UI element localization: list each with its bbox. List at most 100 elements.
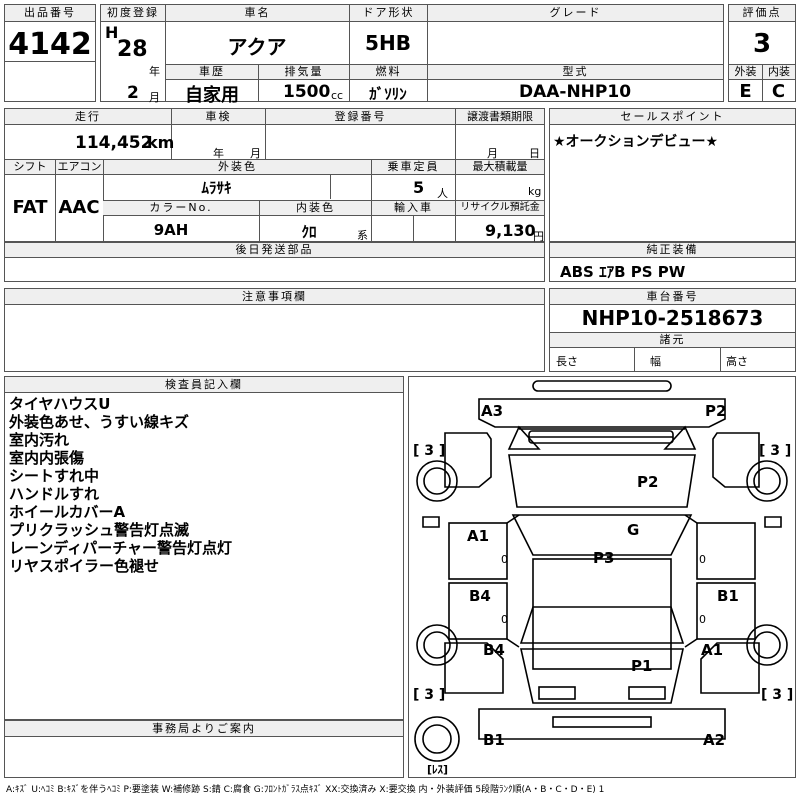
grade-label: グレード	[427, 5, 723, 22]
rear-window-shape	[519, 606, 685, 644]
displacement-unit: cc	[331, 89, 344, 102]
later-parts-label: 後日発送部品	[5, 243, 544, 258]
details-box: 走行 車検 登録番号 譲渡書類期限 114,452 km 年 月 月 日 シフト…	[4, 108, 545, 243]
tire-rear-left-shape	[416, 624, 458, 666]
model-value: DAA-NHP10	[518, 82, 632, 102]
recycle-label: リサイクル預託金	[455, 201, 544, 216]
front-bumper-shape	[532, 380, 672, 392]
capacity-unit: 人	[437, 187, 448, 200]
door-rear-right-shape	[696, 582, 756, 640]
model-label: 型式	[427, 65, 723, 80]
remark-line: 室内汚れ	[9, 431, 70, 449]
mileage-value: 114,452	[75, 133, 153, 153]
tire-front-left-shape	[416, 460, 458, 502]
mark-b1-bl: B1	[483, 731, 505, 749]
mark-p1: P1	[631, 657, 652, 675]
colorno-value: 9AH	[153, 221, 189, 239]
transfer-month-unit: 月	[487, 147, 498, 160]
interior-color-label: 内装色	[259, 201, 371, 216]
first-reg-year-unit: 年	[149, 65, 160, 78]
spare-tire-label: [ﾚｽ]	[427, 763, 448, 776]
remark-line: プリクラッシュ警告灯点滅	[9, 521, 190, 539]
hatch-shape	[520, 648, 684, 704]
car-name: アクア	[227, 35, 287, 59]
taillight-left-shape	[538, 686, 576, 700]
equipment-label: 純正装備	[550, 243, 795, 258]
mark-g: G	[627, 521, 639, 539]
tire-fl-grade: [ 3 ]	[413, 443, 445, 459]
recycle-unit: 円	[533, 230, 544, 243]
office-box: 事務局よりご案内	[4, 720, 404, 778]
zero-right-1: 0	[699, 553, 706, 566]
lot-number: 4142	[8, 27, 92, 62]
interior-label: 内装	[762, 65, 795, 80]
door-front-right-shape	[696, 522, 756, 580]
later-parts-box: 後日発送部品	[4, 242, 545, 282]
recycle-value: 9,130	[485, 221, 536, 240]
windshield-shape	[511, 514, 693, 556]
fender-rear-right-shape	[700, 642, 760, 694]
first-reg-era: H	[105, 23, 119, 42]
inspector-label: 検査員記入欄	[5, 377, 403, 393]
interior-grade: C	[771, 81, 786, 102]
mirror-right-shape	[764, 516, 782, 528]
dims-label: 諸元	[550, 333, 795, 348]
mark-a2-br: A2	[703, 731, 725, 749]
shift-value: FAT	[12, 197, 48, 218]
mileage-unit: km	[147, 133, 175, 152]
remark-line: タイヤハウスU	[9, 395, 111, 413]
hood-shape	[508, 454, 696, 508]
damage-legend: A:ｷｽﾞ U:ﾍｺﾐ B:ｷｽﾞを伴うﾍｺﾐ P:要塗装 W:補修跡 S:錆 …	[6, 785, 605, 795]
sales-point-text: ★オークションデビュー★	[553, 134, 719, 150]
remark-line: レーンディパーチャー警告灯点灯	[9, 539, 233, 557]
interior-color-value: ｸﾛ	[301, 223, 317, 241]
displacement-value: 1500	[283, 82, 331, 102]
first-reg-month-unit: 月	[149, 91, 160, 104]
zero-left-1: 0	[501, 553, 508, 566]
roof-shape	[532, 558, 672, 670]
interior-color-unit: 系	[357, 229, 368, 242]
door-type: 5HB	[365, 31, 411, 55]
zero-left-2: 0	[501, 613, 508, 626]
mark-a1-right: A1	[701, 641, 723, 659]
history-label: 車歴	[166, 65, 258, 80]
mark-b4-lower: B4	[483, 641, 505, 659]
rear-bumper-shape	[478, 708, 726, 740]
remark-line: ホイールカバーA	[9, 503, 126, 521]
remark-line: ハンドルすれ	[9, 485, 100, 503]
mark-p3: P3	[593, 549, 614, 567]
score-value: 3	[752, 29, 772, 59]
equipment-box: 純正装備 ABS ｴｱB PS PW	[549, 242, 796, 282]
inspection-month-unit: 月	[250, 147, 261, 160]
mark-a1-left: A1	[467, 527, 489, 545]
first-reg-month: 2	[127, 83, 139, 103]
history-value: 自家用	[185, 85, 239, 106]
exterior-label: 外装	[729, 65, 762, 80]
mark-b1-right: B1	[717, 587, 739, 605]
remark-line: 外装色あせ、うすい線キズ	[9, 413, 190, 431]
height-label: 高さ	[726, 355, 748, 368]
caution-label: 注意事項欄	[5, 289, 544, 305]
inspector-box: 検査員記入欄 タイヤハウスU 外装色あせ、うすい線キズ 室内汚れ 室内内張傷 シ…	[4, 376, 404, 720]
sales-point-box: セールスポイント ★オークションデビュー★	[549, 108, 796, 242]
capacity-label: 乗車定員	[371, 160, 455, 175]
aircon-value: AAC	[58, 197, 100, 218]
chassis-number: NHP10-2518673	[581, 306, 764, 330]
car-name-label: 車名	[165, 5, 349, 22]
color-label: 外装色	[103, 160, 371, 175]
maxload-unit: kg	[528, 185, 542, 198]
spare-tire-shape	[414, 716, 460, 762]
headlight-left-shape	[507, 425, 541, 450]
tire-fr-grade: [ 3 ]	[759, 443, 791, 459]
transfer-label: 譲渡書類期限	[455, 109, 544, 125]
first-reg-label: 初度登録	[101, 5, 165, 22]
first-reg-year: 28	[117, 37, 148, 62]
exterior-grade: E	[739, 81, 752, 102]
headlight-right-shape	[663, 425, 697, 450]
colorno-label: カラーNo.	[103, 201, 259, 216]
inspection-label: 車検	[171, 109, 265, 125]
car-diagram: A3 P2 P2 G P3 A1 B1 B4 B4 A1 P1 B1 A2 [ …	[413, 380, 793, 776]
pillar-left-shape	[506, 514, 520, 648]
lot-box: 出品番号 4142	[4, 4, 96, 102]
regno-label: 登録番号	[265, 109, 455, 125]
